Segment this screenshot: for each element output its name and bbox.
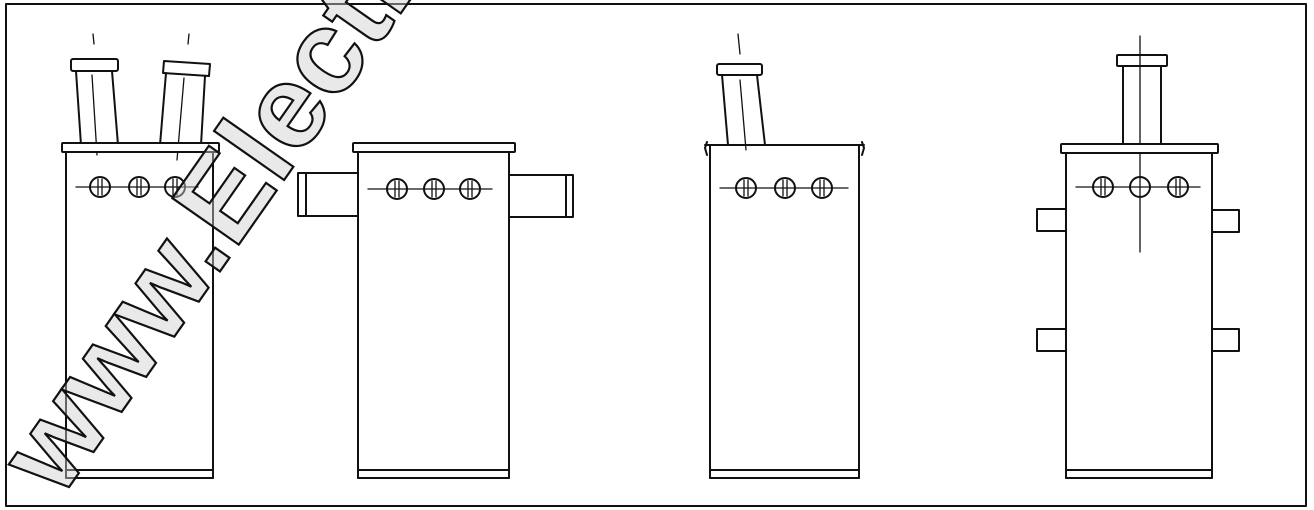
figure-front-two-bushings (61, 33, 220, 479)
drawing-frame (5, 3, 1307, 507)
terminal-circles (735, 177, 833, 199)
bushing-right (159, 33, 211, 161)
terminal-circles (89, 176, 186, 198)
side-pipe-right (508, 174, 574, 218)
figure-side-one-bushing (704, 33, 865, 479)
bushing-single (716, 33, 766, 151)
figure-front-side-pipes (297, 142, 574, 479)
bushing-left (70, 33, 119, 156)
side-lugs (1036, 208, 1240, 352)
terminal-circles (386, 178, 481, 200)
terminal-circles (1092, 176, 1189, 198)
figure-side-center-bushing-lugs (1036, 35, 1240, 479)
side-pipe-left (297, 172, 359, 217)
